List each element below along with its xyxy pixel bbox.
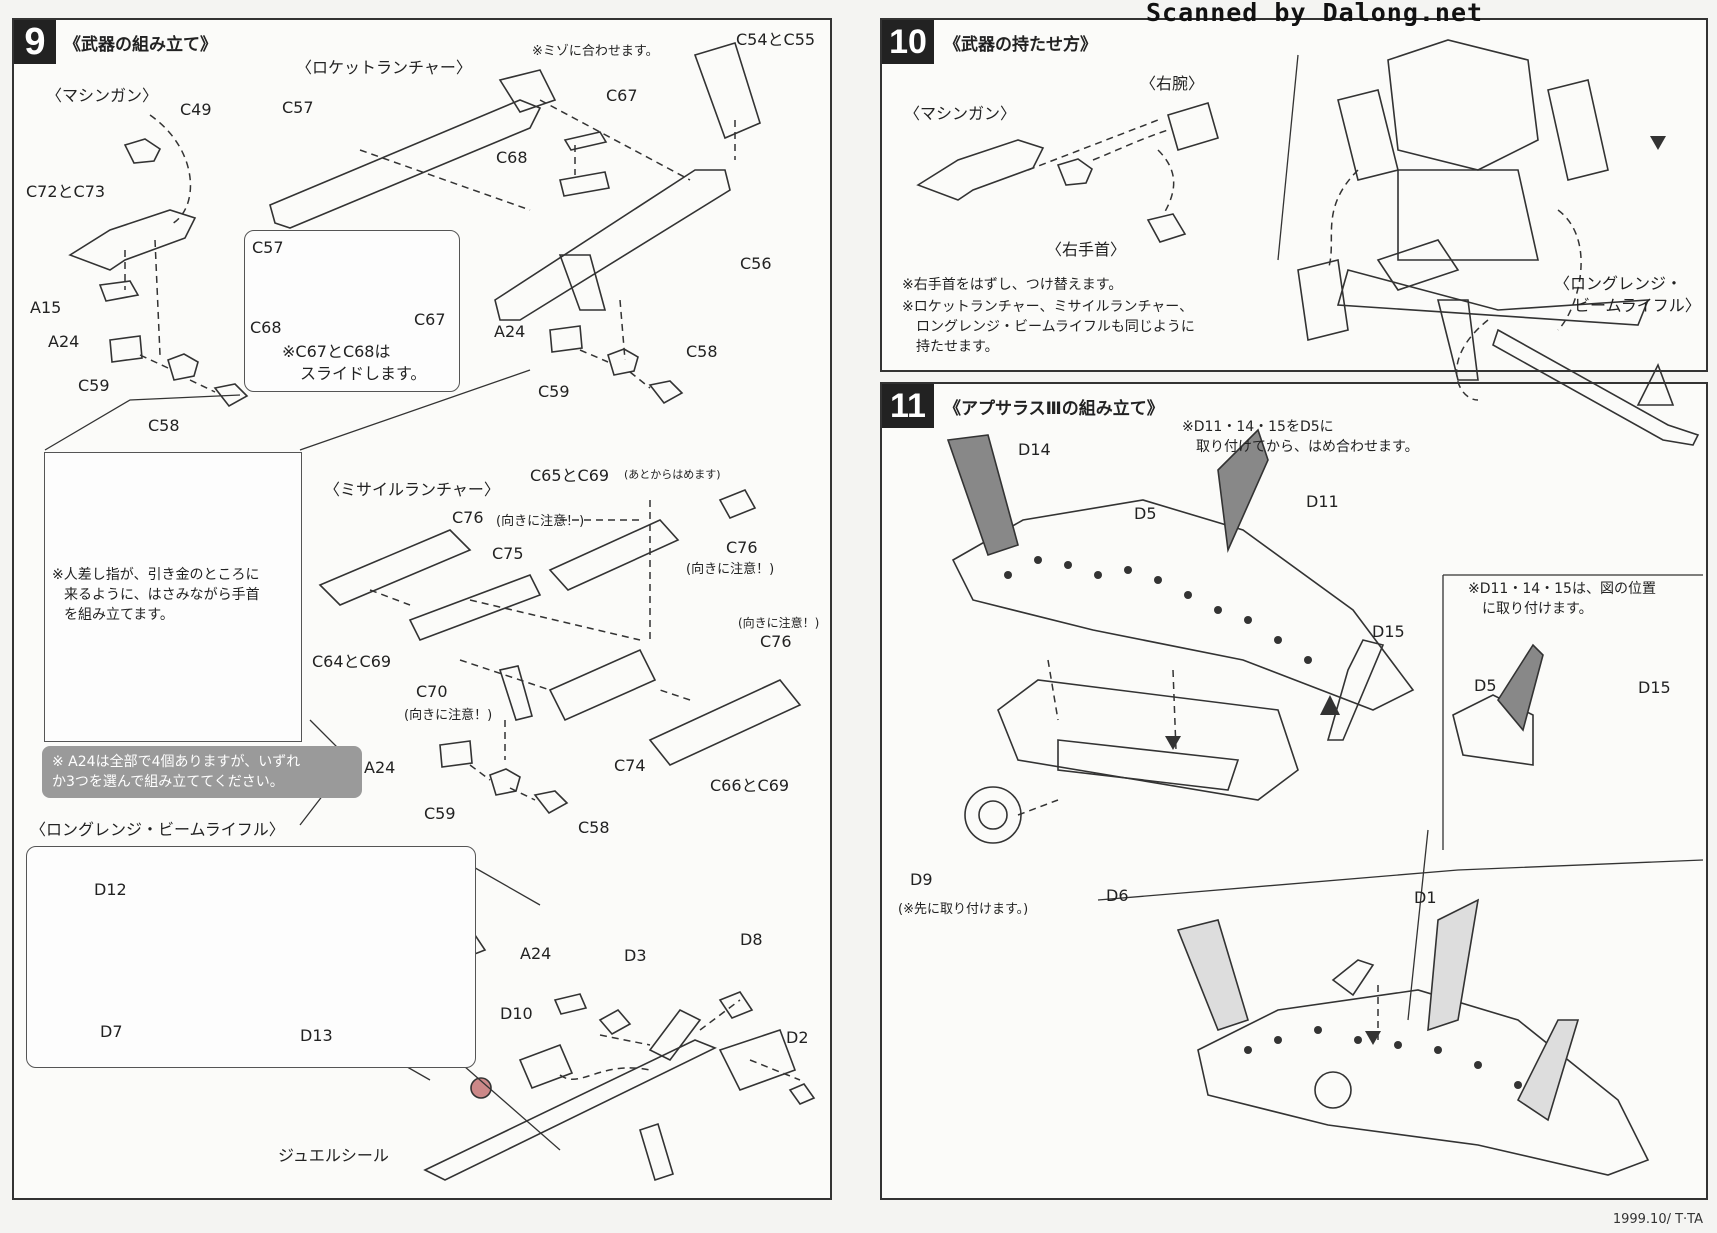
s10-right-wrist-label: 〈右手首〉 xyxy=(1046,240,1127,259)
s10-note-line1: ※右手首をはずし、つけ替えます。 xyxy=(902,277,1123,293)
part-c66c69: C66とC69 xyxy=(710,776,790,795)
part-c70-sub: (向きに注意！) xyxy=(404,708,493,723)
rocket-note: ※ミゾに合わせます。 xyxy=(532,44,659,59)
part-c76-c-sub: (向きに注意！) xyxy=(738,616,820,630)
rifle-inset xyxy=(26,846,476,1068)
part-a24-mg: A24 xyxy=(48,332,80,351)
part-c76-c: C76 xyxy=(760,632,792,651)
part-d3: D3 xyxy=(624,946,647,965)
part-c68: C68 xyxy=(496,148,528,167)
s10-note-line4: 持たせます。 xyxy=(916,339,999,355)
hand-note-line1: ※人差し指が、引き金のところに xyxy=(52,567,260,583)
hand-inset xyxy=(44,452,302,742)
part-a24-rocket: A24 xyxy=(494,322,526,341)
jewel-seal-label: ジュエルシール xyxy=(278,1146,389,1165)
part-d10: D10 xyxy=(500,1004,533,1023)
slide-inset xyxy=(244,230,460,392)
step9-number: 9 xyxy=(14,20,56,64)
part-c65c69: C65とC69 xyxy=(530,466,610,485)
part-c64c69: C64とC69 xyxy=(312,652,392,671)
part-c54c55: C54とC55 xyxy=(736,30,816,49)
s10-rifle-label-line2: ビームライフル〉 xyxy=(1574,296,1701,315)
side-part-d15: D15 xyxy=(1638,678,1671,697)
part-c58-rocket: C58 xyxy=(686,342,718,361)
part-c49: C49 xyxy=(180,100,212,119)
side-part-d5: D5 xyxy=(1474,676,1497,695)
step11-title: 《アプサラスⅢの組み立て》 xyxy=(944,399,1164,419)
s11-note-line2: 取り付けてから、はめ合わせます。 xyxy=(1196,439,1419,455)
slide-note-line1: ※C67とC68は xyxy=(282,342,391,361)
s10-right-arm-label: 〈右腕〉 xyxy=(1140,74,1205,93)
part-c76-b: C76 xyxy=(726,538,758,557)
part-d15: D15 xyxy=(1372,622,1405,641)
part-c58-missile: C58 xyxy=(578,818,610,837)
part-c76-a-sub: (向きに注意！) xyxy=(496,514,585,529)
part-c72c73: C72とC73 xyxy=(26,182,106,201)
part-c74: C74 xyxy=(614,756,646,775)
a24-note-line1: ※ A24は全部で4個ありますが、いずれ xyxy=(52,754,301,770)
part-d14: D14 xyxy=(1018,440,1051,459)
part-c56: C56 xyxy=(740,254,772,273)
s11-side-note-line1: ※D11・14・15は、図の位置 xyxy=(1468,581,1656,597)
part-d2: D2 xyxy=(786,1028,809,1047)
rifle-title: 〈ロングレンジ・ビームライフル〉 xyxy=(30,820,285,839)
s10-note-line3: ロングレンジ・ビームライフルも同じように xyxy=(916,319,1195,335)
inset-part-c67: C67 xyxy=(414,310,446,329)
part-c58-mg: C58 xyxy=(148,416,180,435)
right-drawings xyxy=(916,39,1704,1176)
s10-note-line2: ※ロケットランチャー、ミサイルランチャー、 xyxy=(902,299,1194,315)
a24-note-line2: か3つを選んで組み立ててください。 xyxy=(52,774,284,790)
s11-side-note-line2: に取り付けます。 xyxy=(1482,601,1593,617)
slide-note-line2: スライドします。 xyxy=(300,364,427,383)
a24-note: ※ A24は全部で4個ありますが、いずれ か3つを選んで組み立ててください。 xyxy=(42,746,362,798)
part-d5: D5 xyxy=(1134,504,1157,523)
part-a24-missile: A24 xyxy=(364,758,396,777)
part-c59-missile: C59 xyxy=(424,804,456,823)
part-d7: D7 xyxy=(100,1022,123,1041)
part-c67: C67 xyxy=(606,86,638,105)
part-d12: D12 xyxy=(94,880,127,899)
hand-note-line2: 来るように、はさみながら手首 xyxy=(64,587,260,603)
right-page: 10 《武器の持たせ方》 11 《アプサラスⅢの組み立て》 xyxy=(858,0,1717,1233)
part-c70: C70 xyxy=(416,682,448,701)
part-d11: D11 xyxy=(1306,492,1339,511)
part-c59-rocket: C59 xyxy=(538,382,570,401)
part-d9: D9 xyxy=(910,870,933,889)
scanned-watermark: Scanned by Dalong.net xyxy=(1146,0,1484,27)
s10-rifle-label-line1: 〈ロングレンジ・ xyxy=(1554,274,1683,293)
step11-number: 11 xyxy=(882,384,934,428)
part-d1: D1 xyxy=(1414,888,1437,907)
part-a15: A15 xyxy=(30,298,62,317)
step10-title: 《武器の持たせ方》 xyxy=(944,35,1097,55)
s11-note-line1: ※D11・14・15をD5に xyxy=(1182,419,1334,435)
step11-frame xyxy=(880,382,1708,1200)
part-c65c69-sub: (あとからはめます) xyxy=(624,468,721,481)
hand-note-line3: を組み立てます。 xyxy=(64,607,174,623)
step10-number: 10 xyxy=(882,20,934,64)
inset-part-c57: C57 xyxy=(252,238,284,257)
machinegun-title: 〈マシンガン〉 xyxy=(46,86,159,105)
part-a24-rifle: A24 xyxy=(520,944,552,963)
part-d13: D13 xyxy=(300,1026,333,1045)
footer-date: 1999.10/ T·TA xyxy=(1612,1212,1703,1227)
part-c76-b-sub: (向きに注意！) xyxy=(686,562,775,577)
part-d8: D8 xyxy=(740,930,763,949)
left-page: 9 《武器の組み立て》 xyxy=(0,0,858,1233)
d9-note: (※先に取り付けます。) xyxy=(898,902,1029,917)
rocket-title: 〈ロケットランチャー〉 xyxy=(296,58,472,77)
part-c57: C57 xyxy=(282,98,314,117)
step9-title: 《武器の組み立て》 xyxy=(64,35,217,55)
part-c59-mg: C59 xyxy=(78,376,110,395)
inset-part-c68: C68 xyxy=(250,318,282,337)
s10-machinegun-label: 〈マシンガン〉 xyxy=(904,104,1017,123)
part-c75: C75 xyxy=(492,544,524,563)
part-c76-a: C76 xyxy=(452,508,484,527)
part-d6: D6 xyxy=(1106,886,1129,905)
missile-title: 〈ミサイルランチャー〉 xyxy=(324,480,500,499)
